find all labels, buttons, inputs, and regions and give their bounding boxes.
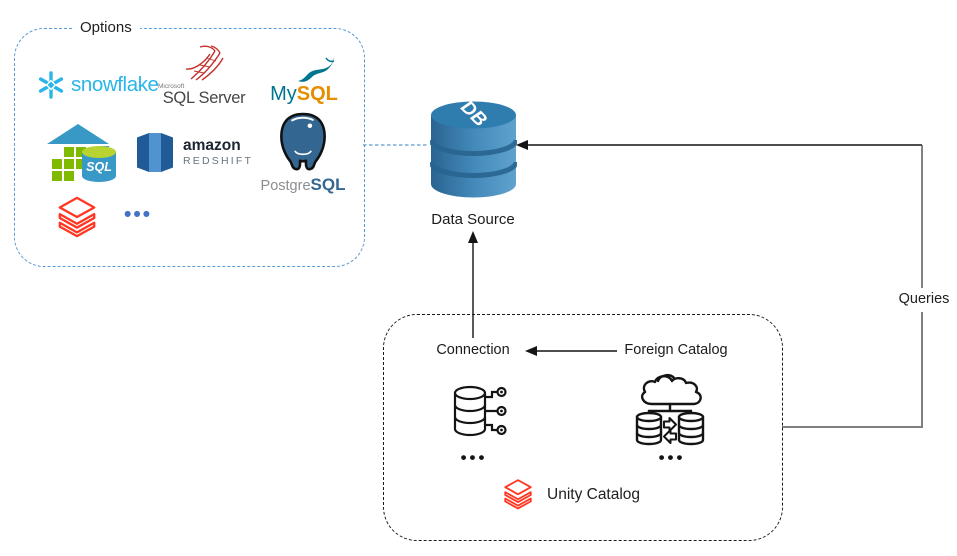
databricks-icon [58, 196, 96, 238]
unity-catalog-row: Unity Catalog [501, 477, 640, 513]
postgresql-wordmark: PostgreSQL [261, 175, 346, 195]
unity-catalog-box [383, 314, 783, 541]
foreign-catalog-ellipsis: ••• [658, 448, 686, 467]
unity-catalog-label: Unity Catalog [547, 486, 641, 503]
postgresql-wordmark-sql: SQL [310, 175, 346, 194]
redshift-sub-wordmark: REDSHIFT [183, 154, 254, 167]
options-box-label: Options [72, 19, 140, 36]
more-options-ellipsis: ••• [124, 203, 153, 226]
snowflake-wordmark: snowflake [71, 73, 159, 96]
data-source-label: Data Source [431, 211, 515, 228]
options-box [14, 28, 365, 267]
mysql-wordmark-sql: SQL [296, 83, 338, 105]
redshift-wordmark: amazon [183, 137, 241, 155]
foreign-catalog-label: Foreign Catalog [624, 342, 728, 358]
azure-sql-label: SQL [86, 160, 112, 174]
logo-mysql: MySQL [265, 56, 343, 106]
postgresql-wordmark-postgre: Postgre [260, 178, 311, 194]
connection-ellipsis: ••• [460, 448, 488, 467]
mysql-wordmark-my: My [270, 83, 297, 105]
arrowhead-up-datasource [468, 231, 478, 243]
queries-label: Queries [893, 291, 955, 307]
logo-redshift: amazon REDSHIFT [135, 129, 253, 176]
connection-database-icon [453, 385, 507, 437]
logo-sql-server: Microsoft SQL Server [156, 43, 252, 108]
foreign-catalog-cloud-icon [635, 373, 705, 446]
mysql-dolphin-icon [298, 57, 335, 82]
data-source-db-icon: DB [430, 97, 517, 198]
azure-sql-warehouse-icon: SQL [47, 124, 116, 182]
sql-server-brand: Microsoft [158, 83, 185, 90]
snowflake-icon [38, 71, 64, 99]
postgresql-elephant-icon [280, 112, 326, 171]
logo-snowflake: snowflake [36, 70, 159, 100]
connection-label: Connection [436, 342, 510, 358]
redshift-icon [137, 133, 173, 172]
sql-server-wordmark: SQL Server [162, 89, 246, 107]
mysql-wordmark: MySQL [270, 83, 338, 106]
unity-catalog-databricks-icon [504, 479, 532, 510]
logo-postgresql: PostgreSQL [261, 112, 346, 195]
arrowhead-into-datasource [516, 140, 528, 150]
sql-server-icon [185, 45, 224, 81]
